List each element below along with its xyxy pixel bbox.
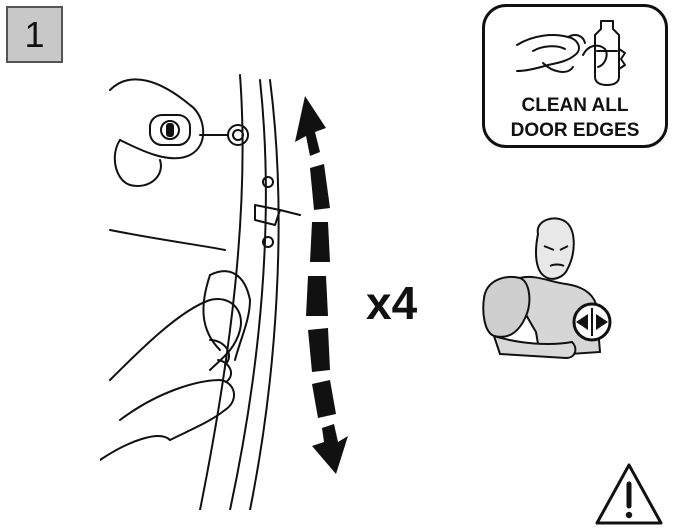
step-number-box: 1 xyxy=(6,6,63,63)
strong-man-press-icon xyxy=(480,212,620,364)
clean-instruction-line-1: CLEAN ALL xyxy=(485,93,665,118)
hand-wipe-bottle-icon xyxy=(513,15,643,91)
clean-instruction-text: CLEAN ALL DOOR EDGES xyxy=(485,93,665,143)
step-number: 1 xyxy=(24,14,44,56)
up-down-dashed-arrows-icon xyxy=(290,90,360,480)
warning-triangle-icon xyxy=(594,462,664,526)
clean-instruction-line-2: DOOR EDGES xyxy=(485,118,665,143)
repetition-count: x4 xyxy=(366,276,417,330)
clean-door-edges-panel: CLEAN ALL DOOR EDGES xyxy=(482,4,668,148)
